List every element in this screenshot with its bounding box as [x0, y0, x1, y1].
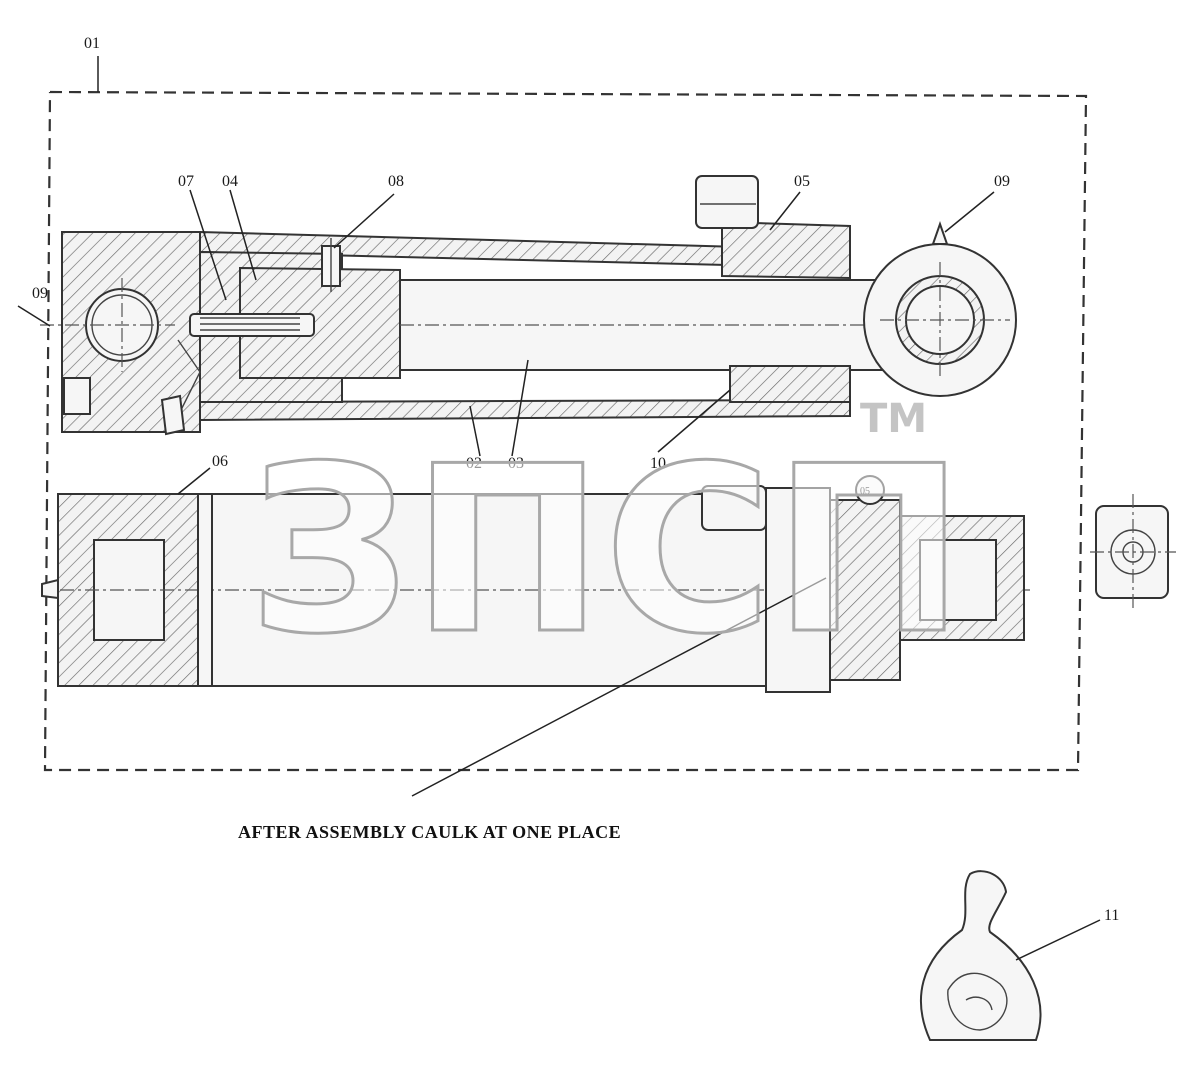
- callout-08: 08: [388, 173, 404, 190]
- callout-02: 02: [466, 455, 482, 472]
- end-view: [1090, 494, 1176, 610]
- head-port: [701, 485, 767, 531]
- caulk-note: AFTER ASSEMBLY CAULK AT ONE PLACE: [238, 822, 621, 842]
- parts-bag: 11: [919, 870, 1119, 1041]
- callout-05-lower: 05: [860, 486, 870, 497]
- watermark-trademark: TM: [860, 396, 927, 442]
- tube-lower-wall: [199, 398, 851, 422]
- callout-10: 10: [650, 455, 666, 472]
- head-fitting: [695, 175, 759, 229]
- callout-04: 04: [222, 173, 238, 190]
- callout-09-eye: 09: [994, 173, 1010, 190]
- bag-icon: [919, 870, 1042, 1041]
- tube-ring-mark: [197, 493, 213, 687]
- callout-09-base: 09: [32, 285, 48, 302]
- callout-03: 03: [508, 455, 524, 472]
- callout-07: 07: [178, 173, 194, 190]
- head-gland: [721, 220, 851, 280]
- watermark-logo: ЗПСП TM: [247, 396, 967, 687]
- upper-section-view: [40, 175, 1017, 436]
- callout-05: 05: [794, 173, 810, 190]
- assembly-boundary: 01: [43, 35, 1088, 772]
- callout-06: 06: [212, 453, 228, 470]
- callout-11: 11: [1104, 907, 1119, 924]
- head-block: [765, 487, 831, 693]
- callout-01: 01: [84, 35, 100, 52]
- watermark-text: ЗПСП: [248, 418, 965, 685]
- lower-outline-view: 05: [41, 475, 1030, 693]
- head-mark-circle: [855, 475, 885, 505]
- callouts: 07 04 08 05 09 09 02 03 10 06: [17, 173, 1010, 797]
